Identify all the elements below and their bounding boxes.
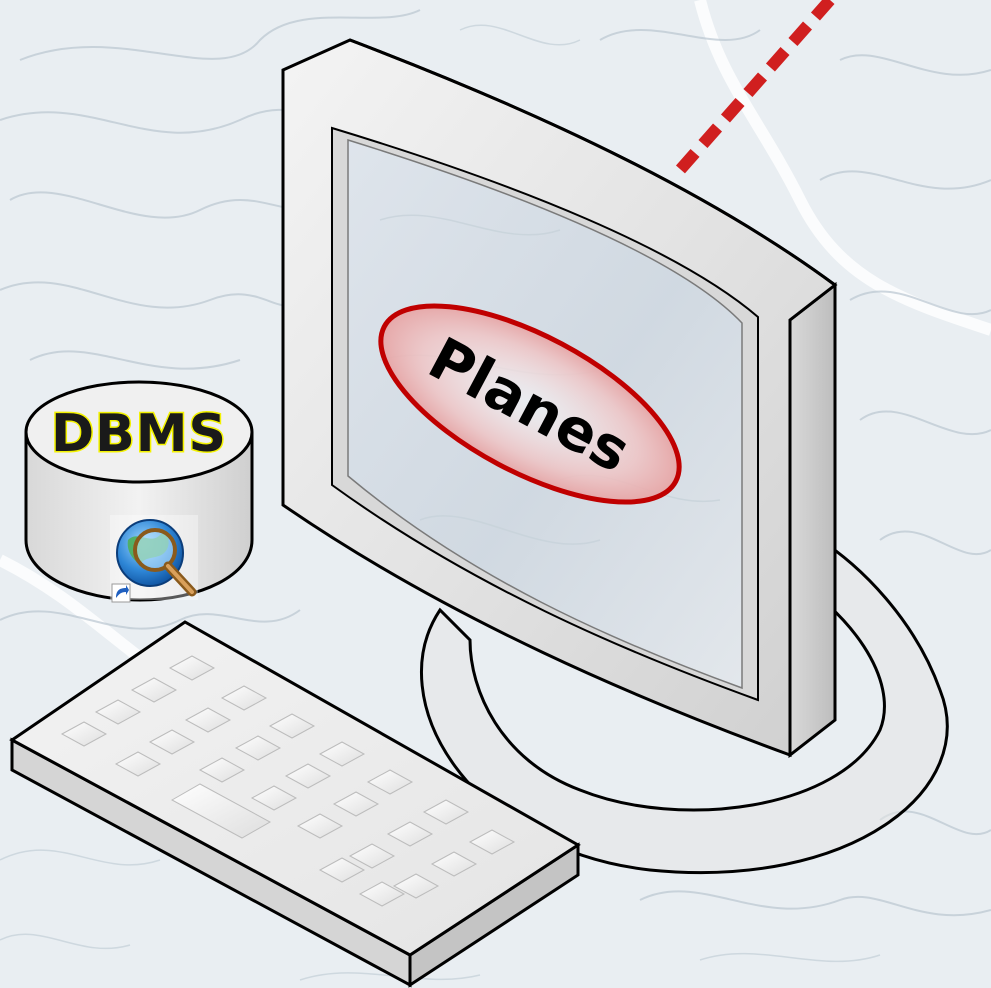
shortcut-arrow-icon: [112, 584, 130, 602]
dbms-label: DBMS: [51, 404, 227, 464]
